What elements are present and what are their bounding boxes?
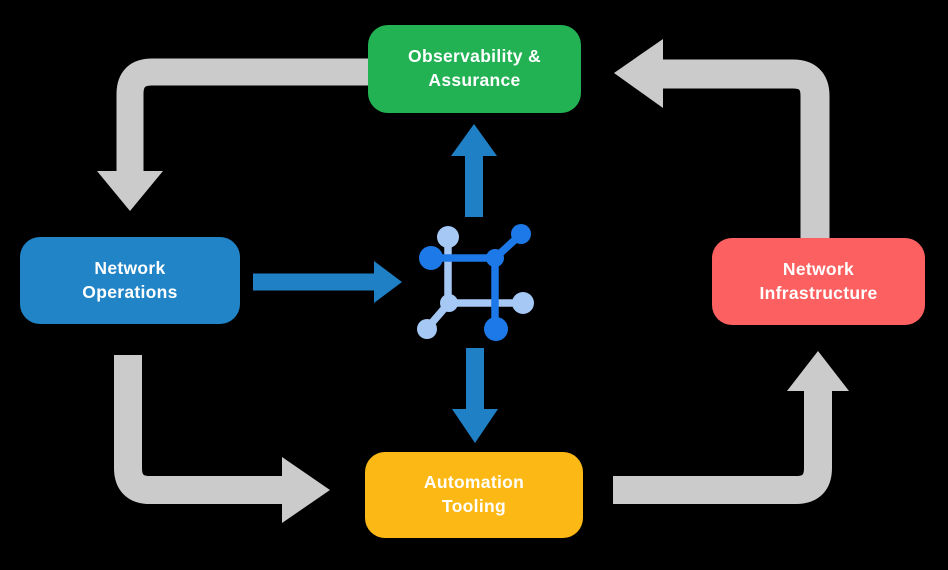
arrow-operations-to-automation [114,355,330,523]
node-observability-assurance-label: Observability & Assurance [408,46,541,90]
node-automation-tooling-label: Automation Tooling [423,472,525,516]
node-network-operations: Network Operations [20,237,240,324]
node-network-infrastructure-label: Network Infrastructure [759,258,878,303]
node-automation-tooling: Automation Tooling [365,452,583,538]
node-network-operations-label: Network Operations [82,257,178,302]
node-observability-assurance: Observability & Assurance [368,25,581,113]
arrow-center-to-observability [451,124,497,217]
arrow-observability-to-operations [97,58,368,211]
arrow-center-to-automation [452,348,498,443]
arrow-infrastructure-to-observability [614,39,830,240]
arrow-automation-to-infrastructure [613,351,849,504]
node-network-infrastructure: Network Infrastructure [712,238,925,325]
arrow-operations-to-center [253,261,402,303]
network-fabric-icon [417,224,534,341]
